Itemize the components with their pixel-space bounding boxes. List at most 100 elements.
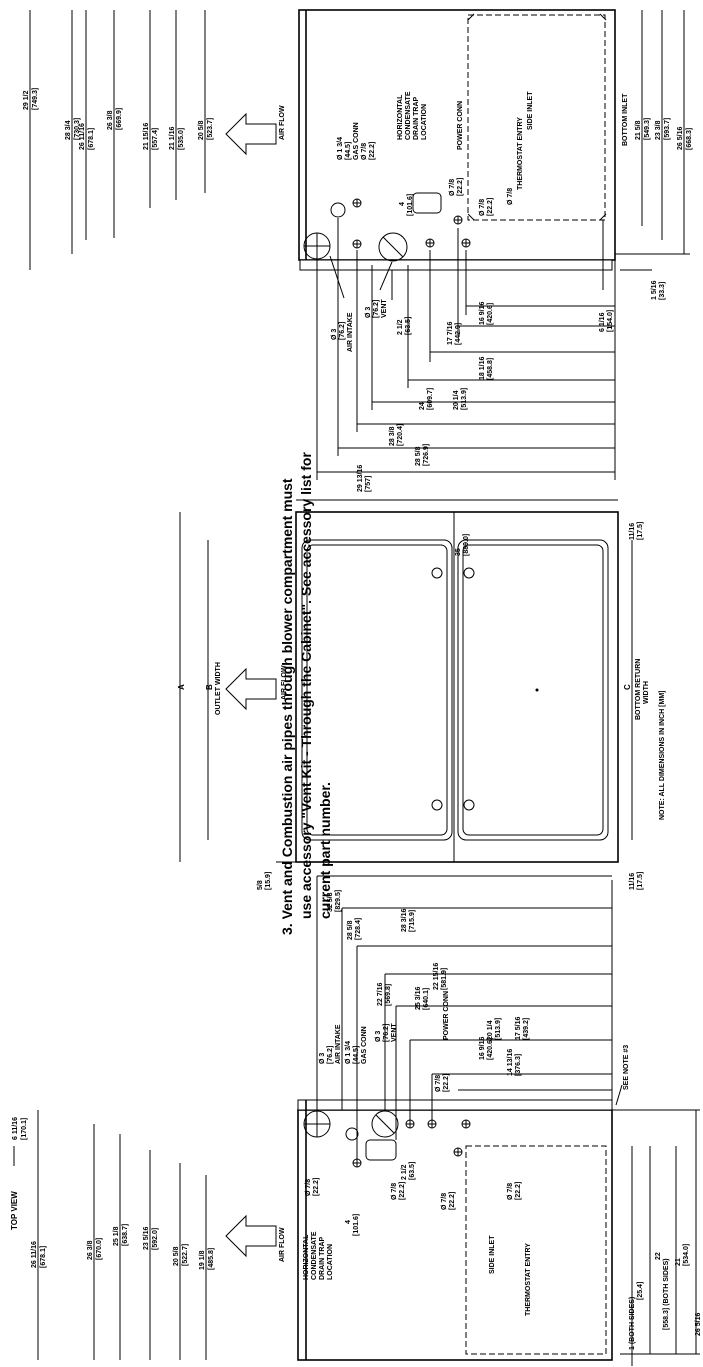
left-left-dim-5: 19 1/8: [199, 1250, 206, 1270]
note-3-line-3: current part number.: [317, 782, 333, 919]
left-bottom-dim-0-mm: [25.4]: [637, 1282, 644, 1300]
right-d3-vent-mm: [76.2]: [373, 300, 380, 318]
right-drain-trap: [412, 192, 442, 214]
right-gas-conn-circle: [330, 202, 346, 218]
left-air-flow-arrow: [225, 1214, 277, 1258]
note-3-line-2: use accessory "Vent Kit - Through the Ca…: [298, 452, 314, 919]
front-view: AIR FLOW A B OUTLET WIDTH C BOTTOM RETUR…: [177, 499, 666, 890]
left-gas-conn-circle: [345, 1127, 359, 1141]
right-bi-dim-2: 26 5/16: [677, 127, 684, 150]
front-upper-door: [301, 539, 453, 841]
right-bi-dim-0: 21 5/8: [635, 120, 642, 140]
left-left-dim-3: 23 5/16: [143, 1227, 150, 1250]
front-lower-door: [457, 539, 609, 841]
right-h-dim-6: 28 3/8: [389, 426, 396, 446]
right-top-dim-2-mm: [678.1]: [88, 128, 95, 150]
right-drain-l4: LOCATION: [421, 104, 428, 140]
left-h-dim-9: 14 13/16: [507, 1049, 514, 1076]
right-h-dim-8: 29 13/16: [357, 465, 364, 492]
right-h-dim-1-mm: [420.6]: [487, 303, 494, 325]
left-left-dim-1-mm: [670.0]: [96, 1238, 103, 1260]
right-h-dim-3-mm: [458.8]: [487, 358, 494, 380]
right-thermostat-entry: THERMOSTAT ENTRY: [517, 117, 524, 190]
left-d78-c-mm: [22.2]: [399, 1182, 406, 1200]
right-inlet-depth: 6 1/16: [599, 312, 606, 332]
left-vent-circle: [371, 1110, 399, 1138]
left-bottom-dim-2: 21: [675, 1258, 682, 1266]
left-d3-intake: Ø 3: [319, 1053, 326, 1064]
front-dim-c: C: [623, 684, 632, 690]
right-top-dim-0: 29 1/2: [23, 90, 30, 110]
front-width: WIDTH: [643, 681, 650, 704]
front-top-offset-mm: [17.5]: [637, 522, 644, 540]
right-dim-4-mm: [101.6]: [407, 194, 414, 216]
front-left-offset: 5/8: [257, 880, 264, 890]
top-view-title: TOP VIEW: [10, 1191, 19, 1230]
right-d78-a: Ø 7/8: [479, 199, 486, 216]
left-drain-l2: CONDENSATE: [311, 1231, 318, 1280]
right-h-dim-7: 28 5/8: [415, 446, 422, 466]
left-side-top-strip: [297, 1099, 613, 1111]
right-vent: VENT: [381, 299, 388, 318]
right-gas-conn: GAS CONN: [353, 122, 360, 160]
right-d134: Ø 1 3/4: [337, 137, 344, 160]
left-thermostat-entry: THERMOSTAT ENTRY: [525, 1243, 532, 1316]
right-drain-l1: HORIZONTAL: [397, 94, 404, 140]
right-vent-circle: [378, 232, 408, 262]
left-h-dim-5-mm: [581.9]: [441, 968, 448, 990]
left-bottom-dim-2-mm: [534.0]: [683, 1244, 690, 1266]
left-side-view: AIR FLOW SIDE INLET THERMOSTAT ENTRY Ø 7…: [31, 875, 702, 1366]
left-air-flow-label: AIR FLOW: [279, 1227, 286, 1262]
right-side-view: AIR FLOW SIDE INLET THERMOSTAT ENTRY Ø 7…: [23, 9, 693, 492]
top-view-depth-mm: [170.1]: [21, 1118, 28, 1140]
front-latch-2: [431, 799, 443, 811]
right-top-dim-4-mm: [557.4]: [152, 128, 159, 150]
right-top-dim-3-mm: [669.9]: [116, 108, 123, 130]
front-latch-3: [463, 567, 475, 579]
right-bi-dim-2-mm: [668.3]: [686, 128, 693, 150]
right-top-dim-5: 21 1/16: [169, 127, 176, 150]
left-left-dim-0: 26 11/16: [31, 1241, 38, 1268]
left-left-dim-0-mm: [678.1]: [40, 1246, 47, 1268]
right-top-dim-2: 26 11/16: [79, 123, 86, 150]
left-air-intake: AIR INTAKE: [335, 1024, 342, 1064]
left-d78-b: Ø 7/8: [441, 1193, 448, 1210]
right-d78-therm: Ø 7/8: [507, 188, 514, 205]
right-top-dim-4: 21 15/16: [143, 123, 150, 150]
left-left-dim-1: 26 3/8: [87, 1240, 94, 1260]
right-top-dim-6: 20 5/8: [198, 120, 205, 140]
left-h-dim-5: 22 15/16: [433, 963, 440, 990]
right-air-flow-label: AIR FLOW: [279, 105, 286, 140]
left-dim-212: 2 1/2: [401, 1164, 408, 1180]
left-drain-trap: [365, 1139, 397, 1161]
right-top-dim-0-mm: [749.3]: [32, 88, 39, 110]
left-d78-therm: Ø 7/8: [507, 1183, 514, 1200]
right-drain-l3: DRAIN TRAP: [413, 97, 420, 140]
left-h-dim-0: 32 5/8: [327, 892, 334, 912]
left-left-dim-5-mm: [485.8]: [208, 1248, 215, 1270]
left-d78-power: Ø 7/8: [435, 1075, 442, 1092]
left-drain-l1: HORIZONTAL: [303, 1234, 310, 1280]
left-h-dim-9-mm: [376.3]: [515, 1054, 522, 1076]
left-d78-therm-mm: [22.2]: [515, 1182, 522, 1200]
left-bottom-dim-0: 1 (BOTH SIDES): [629, 1297, 636, 1350]
left-h-dim-2: 28 3/16: [401, 909, 408, 932]
right-d78-gas: Ø 7/8: [361, 143, 368, 160]
left-side-inlet-outline: [465, 1145, 607, 1355]
left-dim-4-mm: [101.6]: [353, 1214, 360, 1236]
front-latch-1: [431, 567, 443, 579]
right-top-dim-5-mm: [535.0]: [178, 128, 185, 150]
right-d78-a-mm: [22.2]: [487, 198, 494, 216]
front-bottom-offset-mm: [17.5]: [637, 872, 644, 890]
left-h-dim-1: 28 5/8: [347, 920, 354, 940]
left-d78-c: Ø 7/8: [391, 1183, 398, 1200]
left-h-dim-6-mm: [513.9]: [495, 1018, 502, 1040]
left-gas-conn: GAS CONN: [361, 1026, 368, 1064]
right-d3-intake-mm: [76.2]: [339, 322, 346, 340]
left-bottom-dim-1-mm: [558.3] (BOTH SIDES): [663, 1258, 670, 1330]
left-drain-l3: DRAIN TRAP: [319, 1237, 326, 1280]
left-drain-l4: LOCATION: [327, 1244, 334, 1280]
left-h-dim-6: 20 1/4: [487, 1020, 494, 1040]
front-top-offset: 11/16: [629, 523, 636, 540]
